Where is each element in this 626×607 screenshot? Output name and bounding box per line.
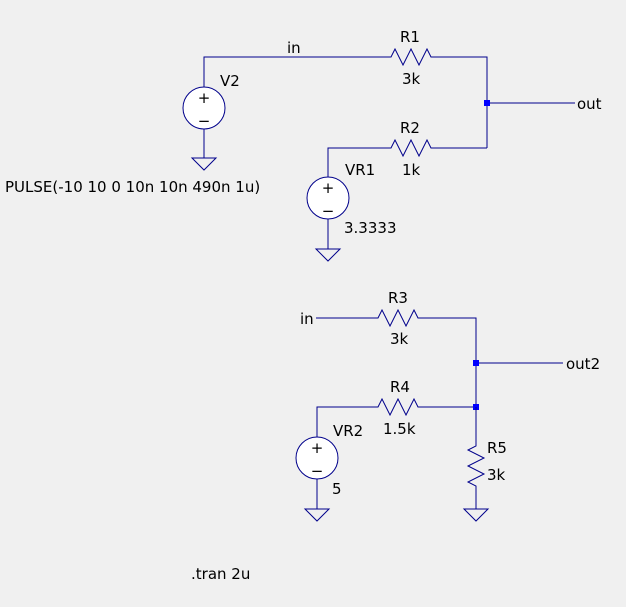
r3-name: R3 [388,289,408,307]
v2-name: V2 [220,72,240,90]
r5-name: R5 [487,439,507,457]
r5-value: 3k [487,466,506,484]
net-label-out: out [577,95,602,113]
r1-name: R1 [400,28,420,46]
ground-vr2 [303,508,331,522]
r1-value: 3k [402,70,421,88]
wire-r3-node [424,317,477,407]
v2-plus: + [198,89,211,107]
vr1-minus: − [322,202,335,220]
resistor-r1[interactable] [385,47,437,67]
source-vr1[interactable]: + − [306,176,350,220]
junction-out [484,100,490,106]
r4-name: R4 [390,378,410,396]
vr2-minus: − [311,462,324,480]
ground-vr1 [314,248,342,262]
vr2-value: 5 [332,480,342,498]
source-v2[interactable]: + − [182,86,226,130]
top-circuit: + − + − in R1 3k R2 1k out V2 PULSE(-10 … [5,28,602,262]
spice-directive[interactable]: .tran 2u [191,565,250,583]
r2-name: R2 [400,119,420,137]
wire-in-top [203,56,385,87]
resistor-r5[interactable] [466,440,486,492]
bottom-circuit: + − in R3 3k out2 R4 1.5k R5 3k VR2 5 [295,289,600,522]
vr1-name: VR1 [345,161,375,179]
wire-vr2-r4 [316,406,372,437]
vr2-name: VR2 [333,422,363,440]
source-vr2[interactable]: + − [295,436,339,480]
ground-r5 [462,508,490,522]
junction-out2 [473,360,479,366]
v2-minus: − [198,112,211,130]
resistor-r2[interactable] [385,138,437,158]
vr1-value: 3.3333 [344,219,397,237]
ground-v2 [190,157,218,171]
vr2-plus: + [311,439,324,457]
resistor-r4[interactable] [372,397,424,417]
v2-value: PULSE(-10 10 0 10n 10n 490n 1u) [5,178,260,196]
net-label-out2: out2 [566,355,600,373]
resistor-r3[interactable] [372,308,424,328]
wire-r1-out [437,56,488,148]
wire-vr1-r2 [327,147,385,177]
r4-value: 1.5k [383,420,416,438]
vr1-plus: + [322,179,335,197]
r3-value: 3k [390,330,409,348]
net-label-in-bottom: in [300,310,314,328]
net-label-in-top: in [287,39,301,57]
r2-value: 1k [402,161,421,179]
